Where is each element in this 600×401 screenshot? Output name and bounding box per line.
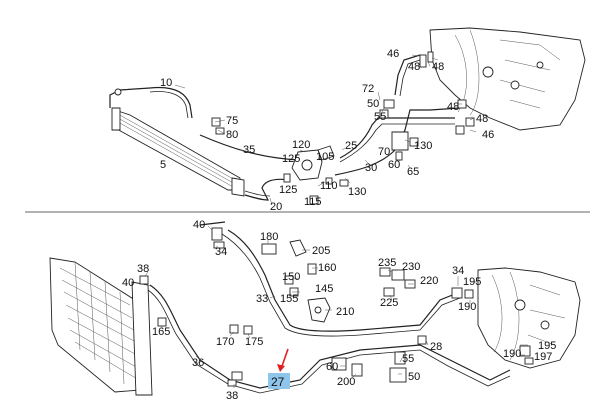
callout-130-left: 130	[348, 186, 366, 198]
callout-105: 105	[316, 151, 334, 163]
bracket-210	[307, 297, 331, 323]
callout-48-b: 48	[432, 61, 444, 73]
pipe-33	[227, 229, 461, 332]
red-arrow-head	[277, 364, 285, 372]
callout-48-a: 48	[408, 61, 420, 73]
callout-38-lower: 38	[226, 390, 238, 401]
callout-160: 160	[318, 262, 336, 274]
callout-125-upper: 125	[282, 153, 300, 165]
callout-36: 36	[192, 357, 204, 369]
callout-150: 150	[282, 271, 300, 283]
bottom-assembly: 27 40 34 180 205 160 150 145 155 33 210 …	[49, 219, 581, 401]
callout-20: 20	[270, 201, 282, 213]
callout-40-lower: 40	[122, 277, 134, 289]
transmission-top	[429, 27, 586, 131]
callout-130-right: 130	[414, 140, 432, 152]
callout-25: 25	[345, 140, 357, 152]
callout-110: 110	[320, 180, 338, 192]
callout-175: 175	[245, 336, 263, 348]
highlight-box	[268, 373, 290, 389]
callout-170: 170	[216, 336, 234, 348]
callout-235: 235	[378, 257, 396, 269]
callout-125-lower: 125	[279, 184, 297, 196]
callout-195-upper: 195	[463, 276, 481, 288]
callout-48-d: 48	[476, 113, 488, 125]
callout-195-lower: 195	[538, 340, 556, 352]
callout-165: 165	[152, 326, 170, 338]
callout-205: 205	[312, 245, 330, 257]
callout-46-upper: 46	[387, 48, 399, 60]
callout-55: 55	[374, 111, 386, 123]
callout-120: 120	[292, 139, 310, 151]
pipe-10	[149, 86, 193, 119]
callout-50: 50	[367, 98, 379, 110]
pipe-30	[334, 107, 461, 176]
callout-65: 65	[407, 166, 419, 178]
callout-155: 155	[280, 293, 298, 305]
callout-60: 60	[388, 159, 400, 171]
callout-40-upper: 40	[193, 219, 205, 231]
callout-210: 210	[336, 306, 354, 318]
transmission-bottom	[477, 267, 581, 369]
callout-10: 10	[160, 77, 172, 89]
callout-225: 225	[380, 297, 398, 309]
callout-190-lower: 190	[503, 348, 521, 360]
callout-145: 145	[315, 283, 333, 295]
callout-33: 33	[256, 293, 268, 305]
callout-34-right: 34	[452, 265, 464, 277]
callout-115: 115	[304, 196, 322, 208]
callout-80: 80	[226, 129, 238, 141]
callout-55-bottom: 55	[402, 353, 414, 365]
callout-34-left: 34	[215, 246, 227, 258]
callout-50-bottom: 50	[408, 371, 420, 383]
callout-60-bottom: 60	[326, 361, 338, 373]
callout-46-lower: 46	[482, 129, 494, 141]
callout-35: 35	[243, 144, 255, 156]
callout-230: 230	[402, 261, 420, 273]
oil-cooler-top	[109, 87, 245, 197]
pipe-20	[244, 178, 291, 201]
callout-72: 72	[362, 83, 374, 95]
pipe-36	[149, 284, 511, 389]
thermostat-valve	[291, 145, 335, 181]
pipe-35	[199, 134, 301, 161]
callout-190-upper: 190	[458, 301, 476, 313]
top-assembly: 10 5 75 80 35 120 125 105 110 125 115 20…	[109, 27, 586, 213]
callout-30: 30	[365, 162, 377, 174]
callout-75: 75	[226, 115, 238, 127]
callout-48-c: 48	[447, 101, 459, 113]
callout-38-upper: 38	[137, 263, 149, 275]
callout-220: 220	[420, 275, 438, 287]
callout-70: 70	[378, 146, 390, 158]
callout-5: 5	[160, 159, 166, 171]
radiator-bottom	[49, 257, 153, 396]
callout-27: 27	[271, 375, 285, 389]
callout-28: 28	[430, 341, 442, 353]
highlighted-callout-27: 27	[268, 348, 290, 389]
callout-180: 180	[260, 231, 278, 243]
pipe-25	[339, 117, 455, 159]
callout-200: 200	[337, 376, 355, 388]
callout-197: 197	[534, 351, 552, 363]
